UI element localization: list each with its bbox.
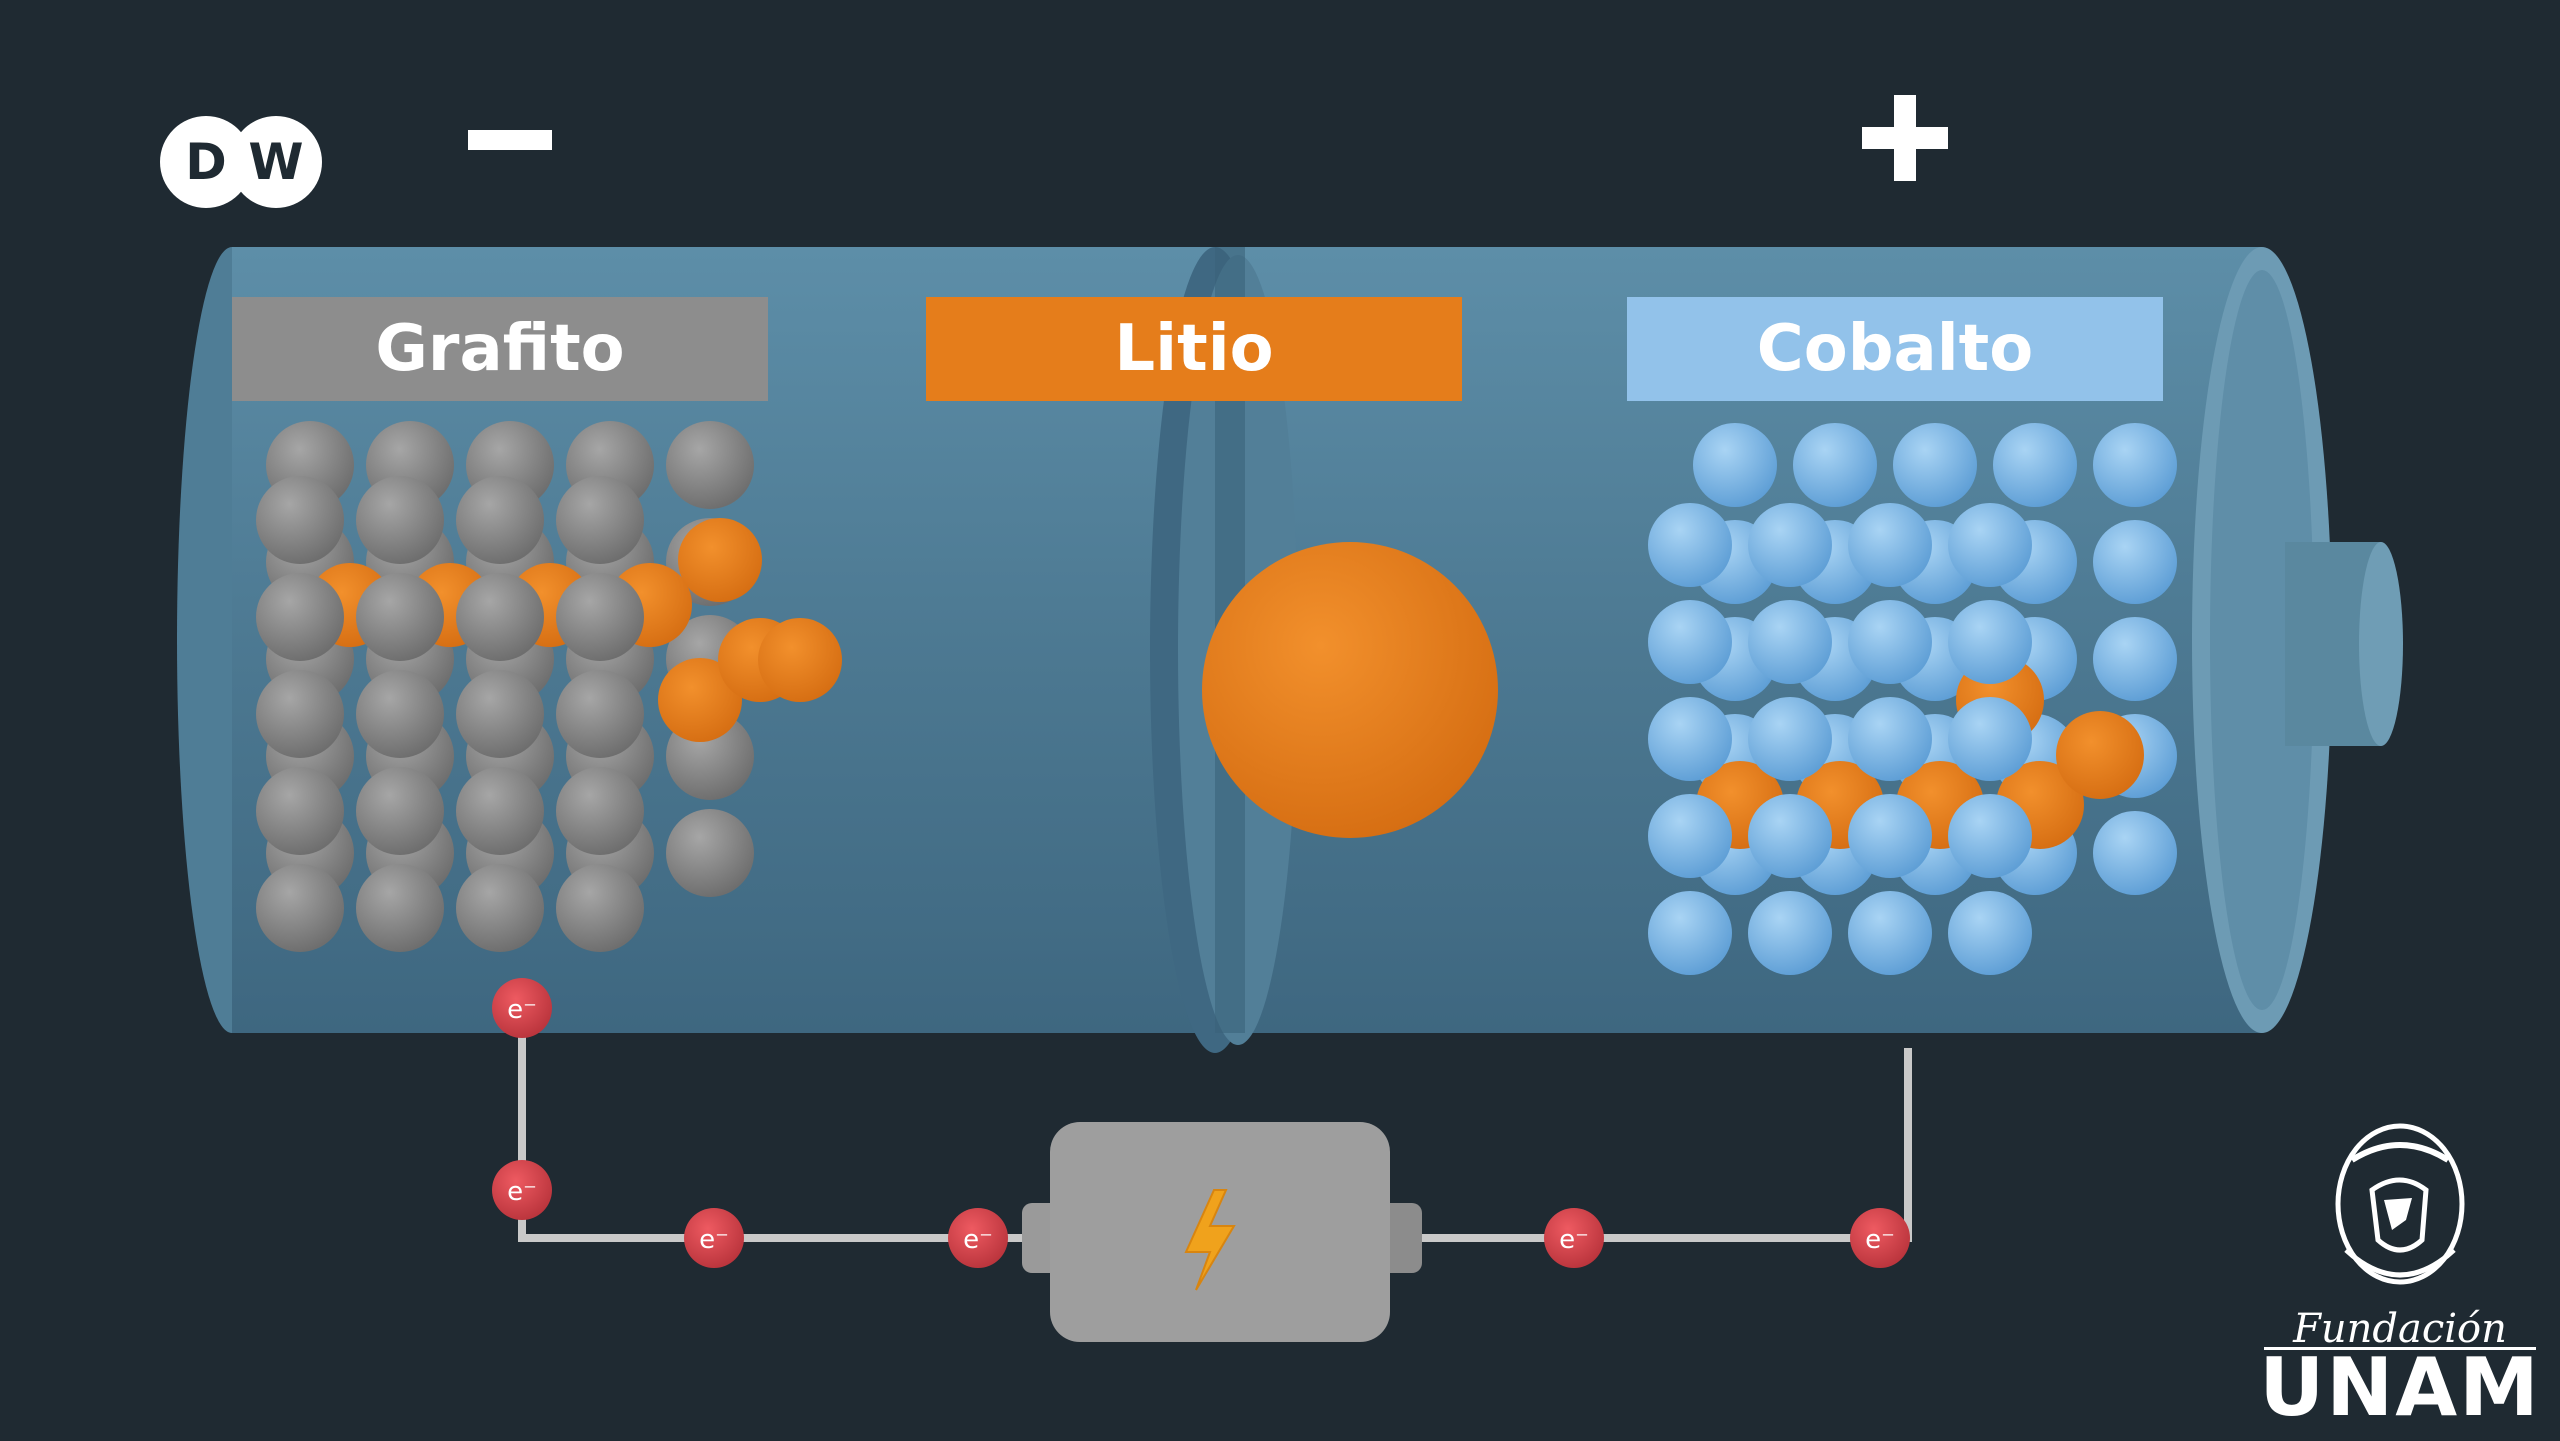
lightning-bolt-icon: [1184, 1189, 1236, 1291]
electron: e⁻: [1850, 1208, 1910, 1268]
electron-label: e⁻: [699, 1225, 729, 1255]
label-cobalto: Cobalto: [1627, 297, 2163, 401]
cobalt-atom: [1748, 697, 1832, 781]
cobalt-atom: [1648, 891, 1732, 975]
electron: e⁻: [948, 1208, 1008, 1268]
cobalt-atom: [1848, 600, 1932, 684]
graphite-anode-lattice: [256, 421, 842, 952]
graphite-atom: [256, 670, 344, 758]
cobalt-atom: [2093, 811, 2177, 895]
cobalt-atom: [1648, 794, 1732, 878]
graphite-atom: [456, 767, 544, 855]
graphite-atom: [456, 573, 544, 661]
electrons: e⁻ e⁻ e⁻ e⁻ e⁻ e⁻: [492, 978, 1910, 1268]
electron-label: e⁻: [963, 1225, 993, 1255]
electron-label: e⁻: [1559, 1225, 1589, 1255]
negative-sign: [468, 130, 552, 150]
lithium-atom: [658, 658, 742, 742]
cobalt-atom: [1948, 697, 2032, 781]
lithium-ion: [1202, 542, 1498, 838]
electron-sphere: [1850, 1208, 1910, 1268]
cobalt-atom: [2093, 617, 2177, 701]
graphite-atom: [356, 864, 444, 952]
cobalt-atom: [1848, 503, 1932, 587]
electron: e⁻: [684, 1208, 744, 1268]
cobalt-atom: [1748, 891, 1832, 975]
electron-sphere: [492, 978, 552, 1038]
cobalt-atom: [1948, 503, 2032, 587]
graphite-atom: [456, 864, 544, 952]
cobalt-atom: [1693, 423, 1777, 507]
graphite-atom: [256, 573, 344, 661]
cobalt-atom: [1793, 423, 1877, 507]
electron-sphere: [948, 1208, 1008, 1268]
cobalt-cathode-lattice: [1648, 423, 2177, 975]
electron-sphere: [684, 1208, 744, 1268]
cobalt-atom: [1848, 794, 1932, 878]
cobalt-atom: [1848, 697, 1932, 781]
cobalt-atom: [1748, 503, 1832, 587]
graphite-atom: [456, 670, 544, 758]
electron-label: e⁻: [1865, 1225, 1895, 1255]
graphite-atom: [556, 767, 644, 855]
electron: e⁻: [492, 1160, 552, 1220]
graphite-atom: [556, 670, 644, 758]
graphite-atom: [666, 421, 754, 509]
graphite-atom: [356, 767, 444, 855]
graphite-atom: [256, 476, 344, 564]
cobalt-atom: [2093, 423, 2177, 507]
graphite-atom: [556, 573, 644, 661]
cobalt-atom: [1648, 503, 1732, 587]
electron-sphere: [492, 1160, 552, 1220]
label-grafito: Grafito: [232, 297, 768, 401]
cobalt-atom: [1648, 600, 1732, 684]
graphite-atom: [556, 864, 644, 952]
cobalt-atom: [1748, 600, 1832, 684]
graphite-atom: [356, 573, 444, 661]
cobalt-atom: [1948, 891, 2032, 975]
cobalt-atom: [1648, 697, 1732, 781]
cobalt-atom: [1993, 423, 2077, 507]
unam-text: UNAM: [2259, 1341, 2541, 1434]
label-litio: Litio: [926, 297, 1462, 401]
graphite-atom: [356, 476, 444, 564]
unam-seal-icon: [2335, 1123, 2465, 1285]
cobalt-atom: [1948, 794, 2032, 878]
electron-label: e⁻: [507, 995, 537, 1025]
graphite-atom: [256, 767, 344, 855]
cobalt-atom: [1893, 423, 1977, 507]
electron: e⁻: [1544, 1208, 1604, 1268]
fundacion-unam-logo: Fundación UNAM: [2250, 1120, 2550, 1428]
electron: e⁻: [492, 978, 552, 1038]
fundacion-text: Fundación: [2293, 1306, 2507, 1352]
cobalt-atom: [1948, 600, 2032, 684]
cobalt-atom: [1848, 891, 1932, 975]
dw-logo: DWD W: [160, 116, 322, 208]
logo-divider: [2264, 1347, 2536, 1350]
battery-terminal: [2285, 542, 2403, 746]
graphite-atom: [556, 476, 644, 564]
load-device: [1022, 1122, 1422, 1342]
cobalt-atom: [1748, 794, 1832, 878]
cobalt-atom: [2093, 520, 2177, 604]
lithium-atom: [758, 618, 842, 702]
graphite-atom: [356, 670, 444, 758]
electron-sphere: [1544, 1208, 1604, 1268]
electron-label: e⁻: [507, 1177, 537, 1207]
lithium-atom: [678, 518, 762, 602]
graphite-atom: [256, 864, 344, 952]
graphite-atom: [456, 476, 544, 564]
graphite-atom: [666, 809, 754, 897]
lithium-atom: [2056, 711, 2144, 799]
